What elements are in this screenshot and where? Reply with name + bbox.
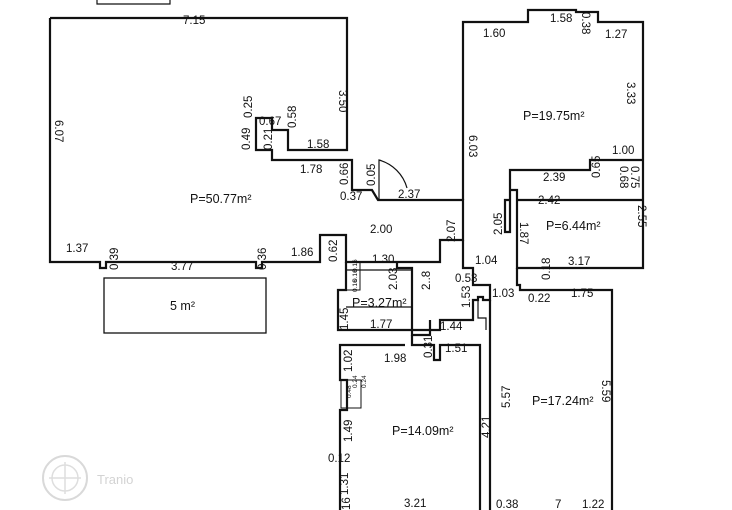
dim-label: 1.51 — [445, 343, 467, 355]
dim-label: 0.36 — [257, 248, 269, 270]
dim-label: 1.60 — [483, 28, 505, 40]
dim-label: 1.22 — [582, 499, 604, 510]
dim-label: 0.68 — [617, 166, 629, 188]
dim-label: 1.98 — [384, 353, 406, 365]
dim-label: 0.22 — [528, 293, 550, 305]
living-room-door-arc — [378, 159, 408, 200]
dim-label: 1.04 — [475, 255, 498, 267]
dim-label: 1.30 — [372, 254, 394, 266]
dim-label: 1.78 — [300, 164, 322, 176]
dim-label: 1.75 — [571, 288, 593, 300]
dim-label: 1.77 — [370, 319, 392, 331]
dim-label: 0.25 — [243, 96, 255, 118]
wall-fixture-2 — [345, 261, 361, 291]
dim-label: 0.37 — [340, 191, 362, 203]
vertical-dimension-labels: 3.50 6.07 0.25 0.58 0.49 0.21 0.66 0.05 … — [52, 12, 647, 510]
room-area-small-right: P=6.44m² — [546, 219, 601, 233]
dim-label: 2.03 — [388, 268, 400, 290]
dim-label: 1.27 — [605, 29, 627, 41]
dim-label: 0.58 — [287, 106, 299, 128]
dim-label: 1.02 — [343, 350, 355, 372]
doorway-notch — [477, 297, 487, 330]
tiny-label: 0.16 — [352, 269, 359, 282]
dimension-labels: 7.15 0.67 1.58 1.78 0.37 2.37 1.37 3.77 … — [66, 13, 634, 510]
dim-label: 0.39 — [109, 248, 121, 270]
dim-label: 0.05 — [366, 164, 378, 186]
dim-label: 0.65 — [591, 156, 603, 178]
dim-label: 7 — [555, 499, 561, 510]
tranio-watermark: Tranio — [42, 455, 133, 501]
dim-label: 2.55 — [635, 205, 647, 227]
watermark-text: Tranio — [97, 472, 133, 487]
dim-label: 0.75 — [628, 166, 640, 188]
tiny-label: 0.16 — [352, 259, 359, 272]
tiny-label: 0.48 — [346, 385, 353, 398]
dim-label: 2.05 — [493, 213, 505, 235]
dim-label: 5.57 — [501, 386, 513, 408]
dim-label: 1.03 — [492, 288, 514, 300]
dim-label: 1.00 — [612, 145, 634, 157]
room-area-hall: P=3.27m² — [352, 296, 407, 310]
dim-label: 2.07 — [446, 220, 458, 242]
dim-label: 1.53 — [461, 286, 473, 308]
dim-label: 0.67 — [259, 116, 281, 128]
dim-label: 1.86 — [291, 247, 313, 259]
dim-label: 3.50 — [336, 90, 348, 112]
dim-label: 0.66 — [339, 163, 351, 185]
terrace-box — [103, 277, 267, 334]
dim-label: 1.49 — [343, 420, 355, 442]
dim-label: 1.58 — [550, 13, 572, 25]
bottom-right-room-wall-2 — [515, 268, 614, 510]
dim-label: 0.53 — [455, 273, 477, 285]
dim-label: 3.21 — [404, 498, 426, 510]
dim-label: 0.38 — [579, 12, 591, 34]
dim-label: 5.59 — [599, 380, 611, 402]
dim-label: 3.17 — [568, 256, 590, 268]
dim-label: 0.31 — [423, 336, 435, 358]
tiny-label: 0.24 — [352, 375, 359, 388]
bottom-left-room-wall — [410, 335, 482, 510]
dim-label: 3.77 — [171, 261, 193, 273]
dim-label: 7.15 — [183, 15, 205, 27]
dim-label: 4.21 — [481, 416, 493, 438]
dim-label: 0.62 — [328, 240, 340, 262]
dim-label: 1.44 — [440, 321, 463, 333]
dim-label: 1.37 — [66, 243, 88, 255]
tiny-labels: 0.16 0.16 0.16 0.24 0.48 0.24 — [346, 259, 368, 398]
room-area-living: P=50.77m² — [190, 192, 252, 206]
dim-label: 0.18 — [541, 258, 553, 280]
dim-label: 2.42 — [538, 195, 560, 207]
dim-label: 3.33 — [624, 82, 636, 104]
dim-label: 2.37 — [398, 189, 420, 201]
hall-wall — [336, 262, 432, 337]
dim-label: 1.87 — [517, 222, 529, 244]
top-right-room-wall — [461, 8, 645, 270]
terrace-area: 5 m² — [170, 299, 195, 313]
dim-label: 1.45 — [339, 308, 351, 330]
room-area-bottom-right: P=17.24m² — [532, 394, 594, 408]
corridor-wall — [395, 240, 492, 332]
dim-label: 2.00 — [370, 224, 392, 236]
walls — [48, 0, 645, 510]
room-area-bottom-left: P=14.09m² — [392, 424, 454, 438]
top-stub-wall — [96, 0, 171, 5]
dim-label: 6.03 — [466, 135, 478, 157]
tiny-label: 0.24 — [361, 375, 368, 388]
wall-fixture — [340, 379, 362, 409]
tranio-logo-icon — [42, 455, 88, 501]
dim-label: 0.21 — [263, 128, 275, 150]
living-room-wall — [48, 16, 465, 270]
dim-label: 6.07 — [52, 120, 64, 142]
dim-label: 2.39 — [543, 172, 565, 184]
dim-label: 16 — [341, 497, 353, 510]
dim-label: 0.49 — [241, 128, 253, 150]
dim-label: 0.12 — [328, 453, 350, 465]
dim-label: 1.31 — [339, 473, 351, 495]
room-area-top-right: P=19.75m² — [523, 109, 585, 123]
tiny-label: 0.16 — [352, 279, 359, 292]
dim-label: 1.58 — [307, 139, 329, 151]
dim-label: 0.38 — [496, 499, 518, 510]
dim-label: 2..8 — [421, 271, 433, 290]
